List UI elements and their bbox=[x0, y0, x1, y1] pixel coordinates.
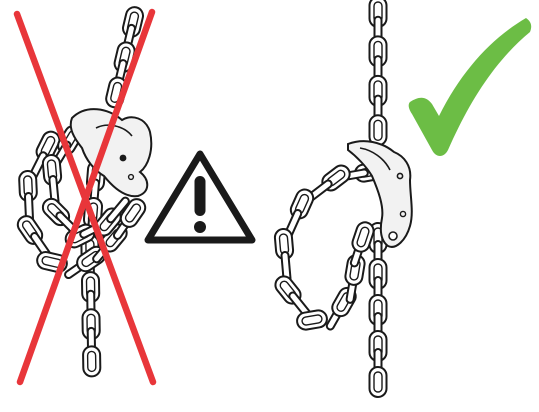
chain-hook bbox=[69, 108, 153, 198]
chain-link bbox=[81, 345, 102, 378]
cross-mark bbox=[13, 8, 157, 386]
warning-triangle-icon bbox=[144, 150, 256, 244]
chain-link bbox=[368, 114, 388, 147]
chain-link bbox=[368, 366, 388, 398]
incorrect-usage-panel bbox=[13, 4, 256, 386]
suspended-chain bbox=[270, 0, 388, 398]
chain-hook bbox=[347, 140, 413, 248]
correct-usage-panel bbox=[270, 0, 532, 398]
check-mark bbox=[408, 18, 532, 156]
